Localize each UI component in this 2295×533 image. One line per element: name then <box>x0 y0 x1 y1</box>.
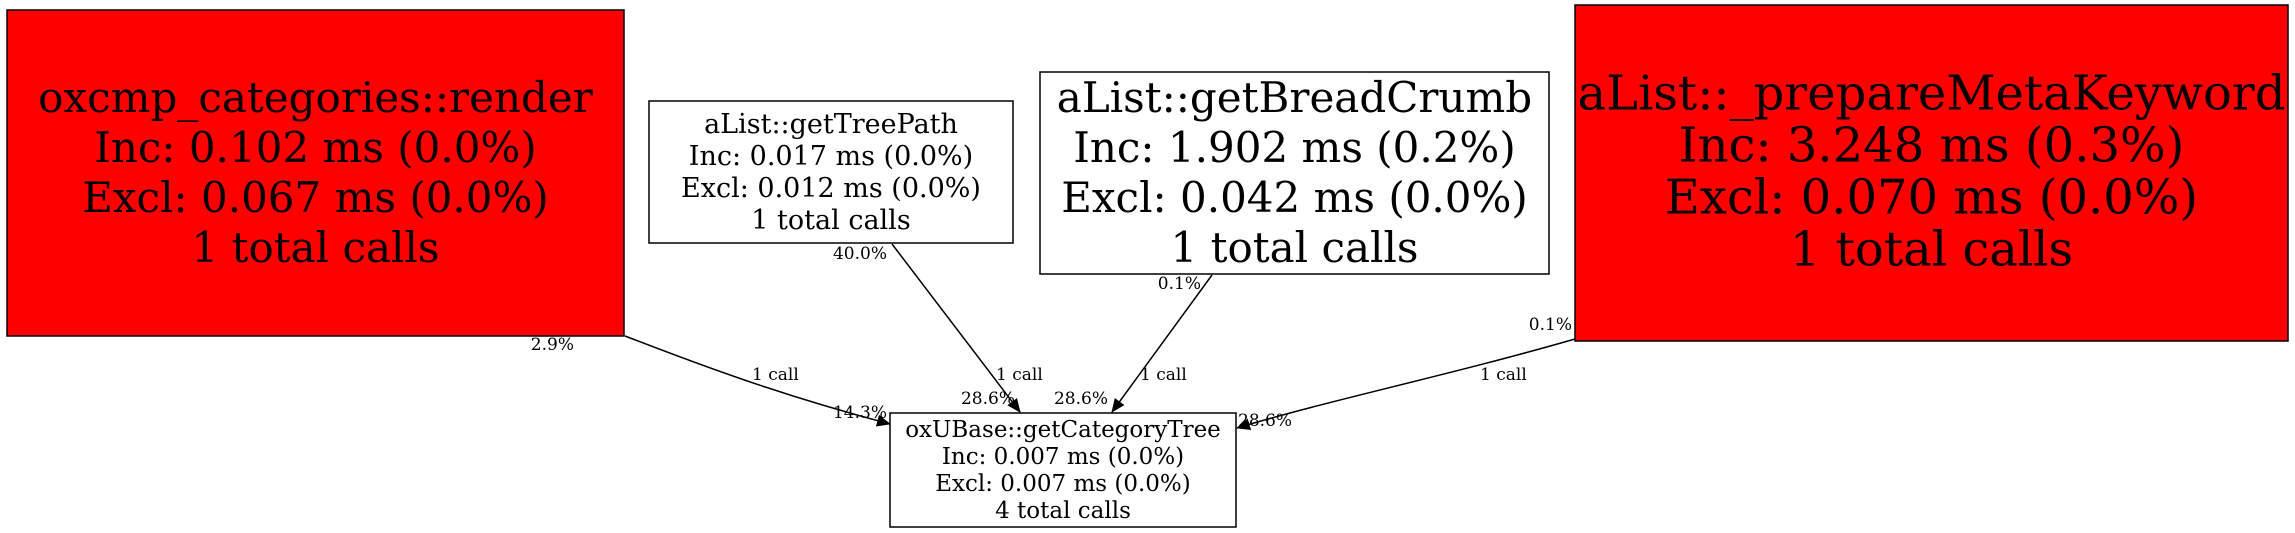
edge-tail-percent: 2.9% <box>531 335 574 355</box>
node-box <box>1574 4 2289 342</box>
node-function-name: oxcmp_categories::render <box>38 73 594 122</box>
edge-head-percent: 14.3% <box>833 403 887 423</box>
edge-head-percent: 28.6% <box>1054 389 1108 409</box>
node-box <box>648 100 1014 244</box>
edge-call-label: 1 call <box>996 365 1043 385</box>
node-function-name: oxUBase::getCategoryTree <box>905 417 1221 443</box>
node-box <box>889 412 1237 528</box>
node-function-name: aList::_prepareMetaKeyword <box>1577 66 2285 122</box>
node-inclusive-time: Inc: 3.248 ms (0.3%) <box>1679 118 2185 174</box>
node-exclusive-time: Excl: 0.070 ms (0.0%) <box>1665 170 2198 226</box>
edge-call-label: 1 call <box>752 365 799 385</box>
edge-call-label: 1 call <box>1140 365 1187 385</box>
node-function-name: aList::getTreePath <box>704 109 958 140</box>
node-box <box>6 9 625 337</box>
node-inclusive-time: Inc: 0.007 ms (0.0%) <box>942 444 1184 470</box>
node-total-calls: 4 total calls <box>995 498 1131 524</box>
node-exclusive-time: Excl: 0.012 ms (0.0%) <box>681 173 981 204</box>
node-exclusive-time: Excl: 0.042 ms (0.0%) <box>1061 173 1528 222</box>
edge-arrow-render <box>624 335 891 427</box>
node-total-calls: 1 total calls <box>1171 223 1419 272</box>
edge-head-percent: 28.6% <box>961 389 1015 409</box>
edge-labels-layer: 2.9% 1 call 14.3% 40.0% 1 call 28.6% 0.1% 1 cal… <box>531 244 1572 431</box>
node-inclusive-time: Inc: 1.902 ms (0.2%) <box>1073 123 1515 172</box>
node-exclusive-time: Excl: 0.007 ms (0.0%) <box>935 471 1191 497</box>
edge-arrow-treepath <box>891 243 1021 413</box>
node-total-calls: 1 total calls <box>751 205 910 236</box>
edges-layer <box>624 243 1576 430</box>
node-inclusive-time: Inc: 0.102 ms (0.0%) <box>94 123 536 172</box>
node-box <box>1039 71 1550 275</box>
node-exclusive-time: Excl: 0.067 ms (0.0%) <box>82 173 549 222</box>
edge-tail-percent: 0.1% <box>1529 315 1572 335</box>
node-total-calls: 1 total calls <box>1790 222 2073 278</box>
node-total-calls: 1 total calls <box>192 223 440 272</box>
edge-call-label: 1 call <box>1480 365 1527 385</box>
edge-arrow-metakeyword <box>1236 338 1576 430</box>
edge-head-percent: 28.6% <box>1238 411 1292 431</box>
edge-tail-percent: 40.0% <box>833 244 887 264</box>
edge-arrow-breadcrumb <box>1111 274 1213 413</box>
node-inclusive-time: Inc: 0.017 ms (0.0%) <box>689 141 973 172</box>
edge-tail-percent: 0.1% <box>1158 274 1201 294</box>
node-function-name: aList::getBreadCrumb <box>1057 73 1532 122</box>
